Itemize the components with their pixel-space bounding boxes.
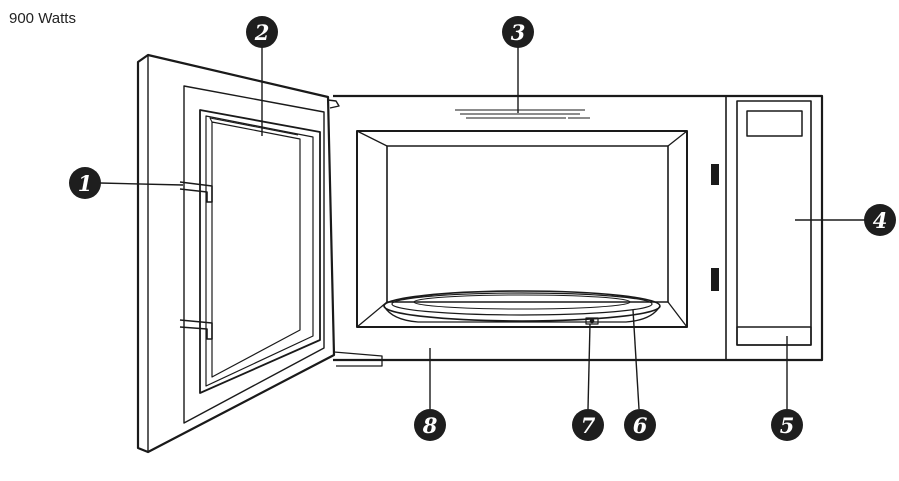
callout-5-badge-icon bbox=[771, 409, 803, 441]
callout-6: 6 bbox=[624, 409, 656, 441]
latch-slots bbox=[711, 164, 719, 291]
callout-7: 7 bbox=[572, 409, 604, 441]
callout-4: 4 bbox=[864, 204, 896, 236]
callout-3: 3 bbox=[502, 16, 534, 48]
callout-1-badge-icon bbox=[69, 167, 101, 199]
callout-2-badge-icon bbox=[246, 16, 278, 48]
callout-7-badge-icon bbox=[572, 409, 604, 441]
callout-8: 8 bbox=[414, 409, 446, 441]
callout-8-number: 8 bbox=[422, 413, 438, 438]
glass-tray bbox=[383, 290, 661, 323]
control-panel bbox=[736, 100, 812, 346]
callout-2: 2 bbox=[246, 16, 278, 48]
microwave-door bbox=[136, 53, 340, 454]
cavity-vent-lines bbox=[455, 109, 590, 119]
callout-1: 1 bbox=[69, 167, 101, 199]
callout-6-number: 6 bbox=[633, 413, 648, 438]
oven-cavity bbox=[356, 130, 688, 328]
callout-4-badge-icon bbox=[864, 204, 896, 236]
callout-1-number: 1 bbox=[78, 171, 93, 196]
callout-5-number: 5 bbox=[780, 413, 795, 438]
callout-6-badge-icon bbox=[624, 409, 656, 441]
wattage-label: 900 Watts bbox=[9, 10, 76, 27]
callout-4-number: 4 bbox=[873, 208, 888, 233]
leader-lines bbox=[99, 44, 866, 410]
callout-3-badge-icon bbox=[502, 16, 534, 48]
callout-8-badge-icon bbox=[414, 409, 446, 441]
callout-3-number: 3 bbox=[511, 20, 526, 45]
callout-7-number: 7 bbox=[581, 413, 596, 438]
door-latch-hooks bbox=[179, 181, 213, 340]
roller-ring bbox=[585, 317, 599, 325]
callout-5: 5 bbox=[771, 409, 803, 441]
microwave-body bbox=[333, 94, 824, 367]
callout-2-number: 2 bbox=[254, 20, 270, 45]
